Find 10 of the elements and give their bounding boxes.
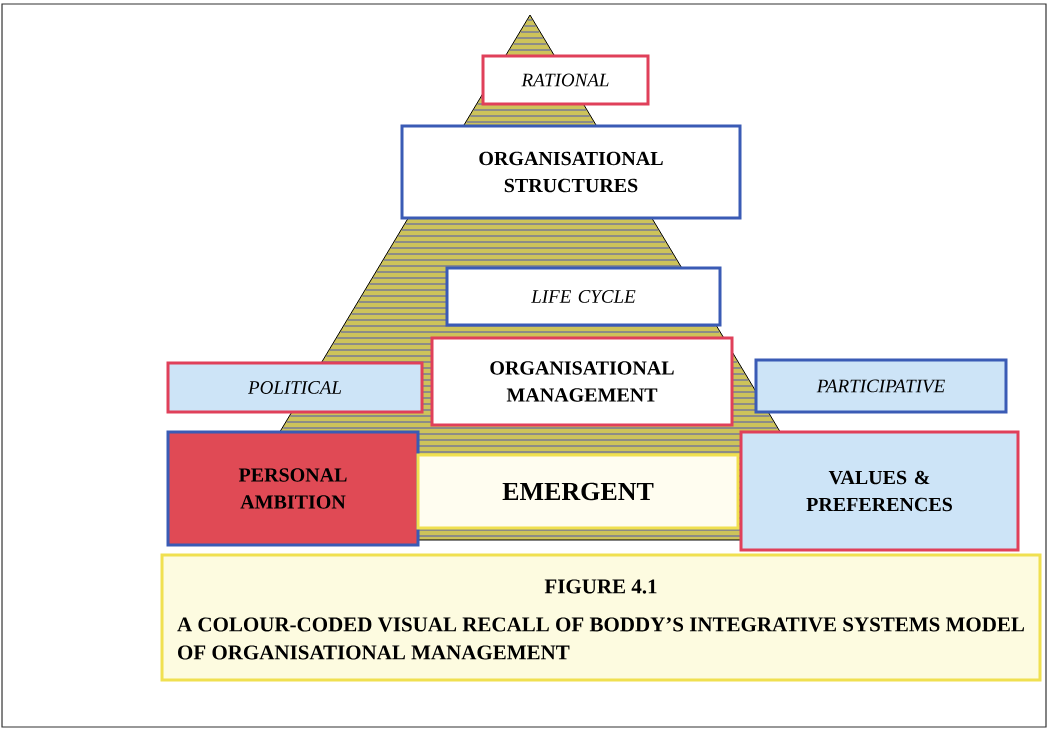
heading-box: EMERGENT <box>416 453 740 530</box>
label-box: PARTICIPATIVE <box>754 358 1008 414</box>
heading-box: ORGANISATIONAL STRUCTURES <box>400 124 742 220</box>
heading-box: VALUES & PREFERENCES <box>739 430 1020 552</box>
label-box: POLITICAL <box>166 361 424 414</box>
label-box: LIFE CYCLE <box>445 266 722 327</box>
label-box: RATIONAL <box>481 54 650 106</box>
heading-box: PERSONAL AMBITION <box>166 430 420 547</box>
caption-box: FIGURE 4.1 A COLOUR-CODED VISUAL RECALL OF BODDY’S INTEGRATIVE SYSTEMS MODEL OF ORGANISATIONAL MANAGEMENT <box>160 553 1042 682</box>
heading-box: ORGANISATIONAL MANAGEMENT <box>430 336 734 427</box>
